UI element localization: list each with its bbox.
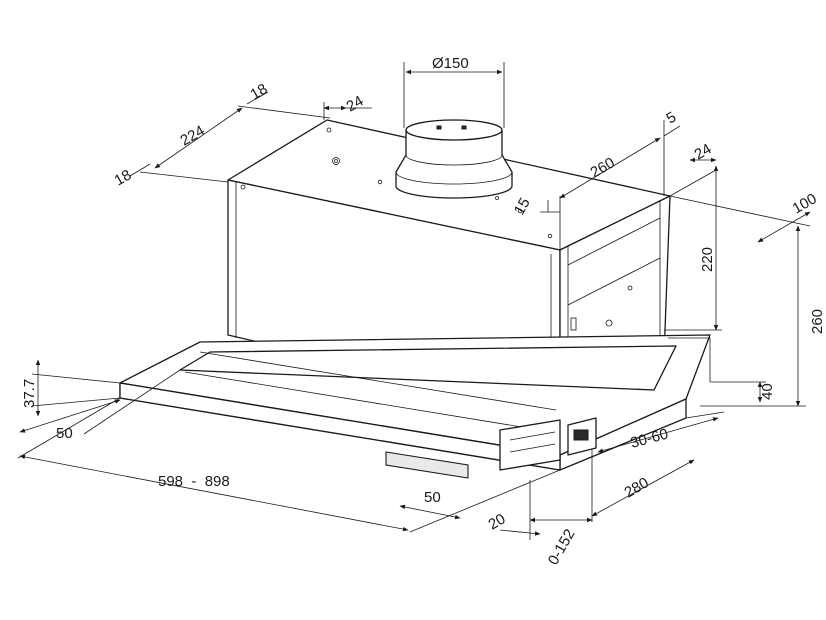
label-220: 220 (699, 247, 716, 272)
label-50-right: 50 (424, 489, 441, 506)
label-duct-diameter: Ø150 (432, 55, 469, 72)
label-15: 15 (511, 195, 534, 218)
label-24-top: 24 (344, 92, 367, 115)
label-224: 224 (178, 122, 208, 149)
label-24-right: 24 (692, 140, 715, 163)
label-260-tall: 260 (809, 309, 826, 334)
dimension-lines (17, 62, 811, 540)
label-50-left: 50 (56, 425, 73, 442)
label-18-right: 18 (248, 80, 271, 103)
label-40: 40 (759, 383, 776, 400)
label-100: 100 (790, 190, 820, 217)
label-0-152: 0-152 (545, 526, 579, 568)
label-37-7: 37.7 (21, 379, 38, 408)
label-598-898: 598 - 898 (158, 473, 230, 490)
label-18-left: 18 (112, 166, 135, 189)
control-strip[interactable] (385, 451, 469, 479)
label-5: 5 (664, 109, 680, 128)
label-20: 20 (486, 510, 509, 533)
duct-collar (395, 119, 513, 199)
label-260-top: 260 (588, 154, 618, 181)
